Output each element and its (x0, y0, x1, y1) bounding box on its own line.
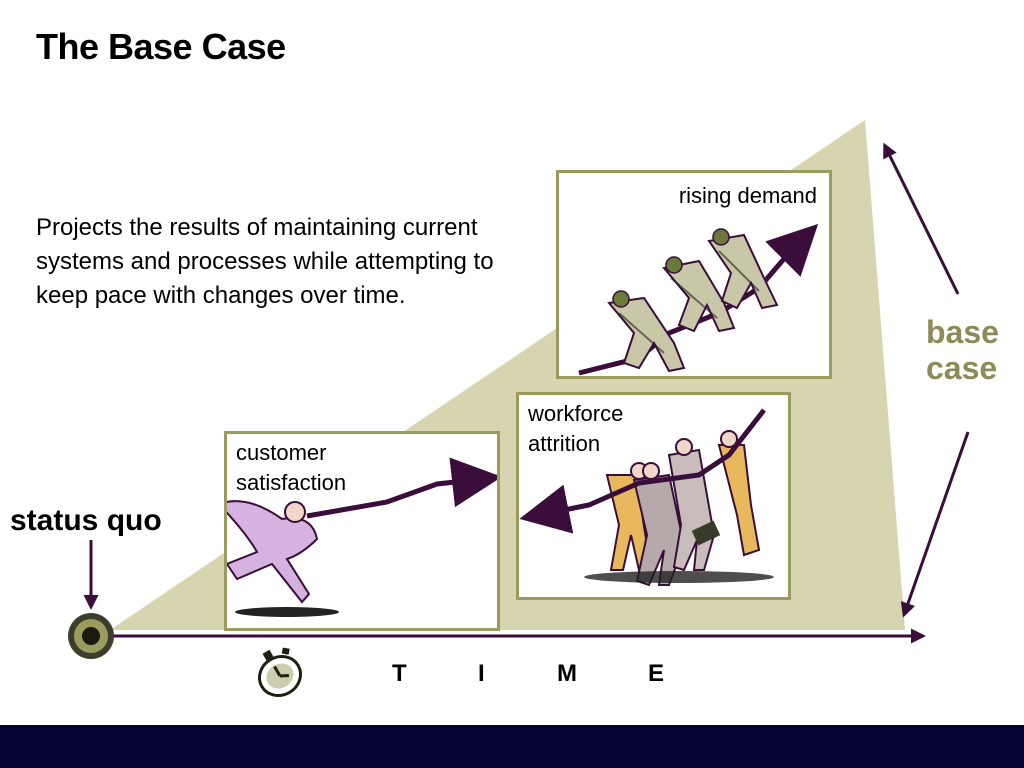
time-letter-i: I (478, 660, 485, 687)
stopwatch-icon (257, 647, 303, 698)
customer-satisfaction-label: customer satisfaction (236, 440, 347, 495)
satisfaction-trend-arrow (306, 457, 497, 519)
time-letter-m: M (557, 660, 577, 687)
workforce-illustration (519, 408, 774, 587)
rising-demand-box: rising demand (556, 170, 832, 379)
footer-bar (0, 725, 1024, 768)
status-quo-label: status quo (10, 504, 162, 537)
base-case-down-arrow (900, 431, 970, 618)
base-case-label: base case (926, 314, 999, 386)
customer-satisfaction-box: customer satisfaction (224, 431, 500, 631)
runner-figures (607, 233, 779, 373)
workforce-attrition-box: workforce attrition (516, 392, 791, 600)
description-text: Projects the results of maintaining curr… (36, 214, 494, 309)
rising-demand-label: rising demand (678, 183, 817, 208)
time-letter-t: T (392, 660, 407, 687)
time-letter-e: E (648, 660, 665, 687)
page-title: The Base Case (36, 26, 286, 67)
workforce-attrition-label: workforce attrition (528, 401, 624, 456)
base-case-up-arrow (883, 142, 960, 295)
customer-illustration (227, 457, 497, 617)
rising-demand-illustration (578, 223, 819, 376)
start-point-icon (68, 613, 114, 659)
attrition-trend-arrow (519, 408, 766, 534)
